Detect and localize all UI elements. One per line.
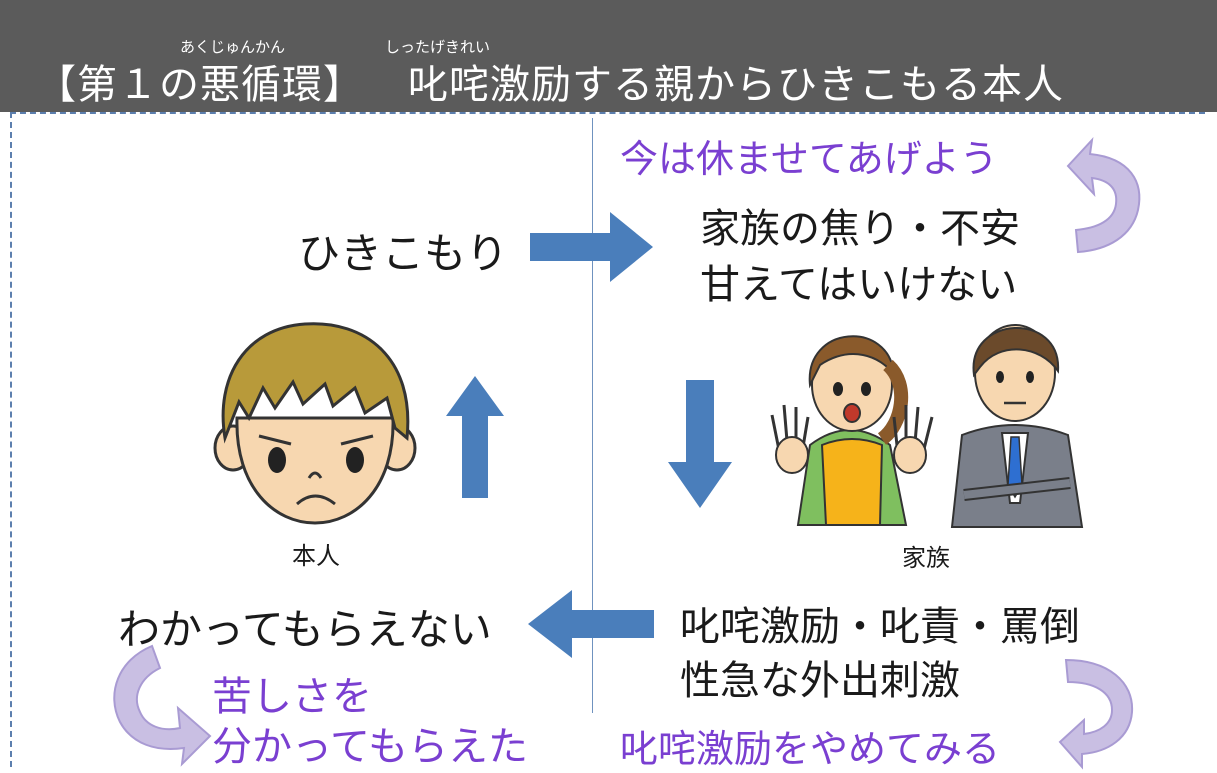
- label-person: 本人: [292, 542, 340, 570]
- curved-arrow-bottom-left-icon: [113, 644, 212, 767]
- ruby-shittagekirei: しったげきれい: [385, 38, 491, 56]
- arrow-down: [668, 380, 732, 508]
- center-divider: [592, 118, 593, 713]
- family-parents-illustration: [770, 324, 1084, 528]
- arrow-up: [446, 376, 504, 498]
- label-no-spoiling: 甘えてはいけない: [700, 262, 1018, 308]
- hint-understood: 分かってもらえた: [212, 724, 528, 770]
- arrow-right-top: [530, 212, 653, 282]
- ruby-akujunkan: あくじゅんかん: [180, 38, 286, 56]
- arrow-left-bottom: [528, 590, 654, 658]
- hint-pain: 苦しさを: [212, 674, 372, 720]
- hint-rest: 今は休ませてあげよう: [620, 137, 998, 181]
- curved-arrow-bottom-right-icon: [1058, 658, 1134, 770]
- label-scolding: 叱咤激励・叱責・罵倒: [680, 604, 1080, 650]
- dashed-border-left: [10, 112, 12, 767]
- curved-arrow-top-right-icon: [1066, 136, 1141, 254]
- label-hikikomori: ひきこもり: [298, 229, 509, 278]
- title-sub: 叱咤激励する親からひきこもる本人: [408, 62, 1064, 108]
- label-family-anxiety: 家族の焦り・不安: [700, 206, 1020, 252]
- person-child-illustration: [213, 322, 417, 525]
- label-family: 家族: [902, 544, 950, 572]
- header-bar: あくじゅんかん しったげきれい 【第１の悪循環】叱咤激励する親からひきこもる本人: [0, 0, 1217, 112]
- page-title: 【第１の悪循環】叱咤激励する親からひきこもる本人: [36, 52, 1064, 110]
- label-not-understood: わかってもらえない: [118, 605, 492, 654]
- title-main: 【第１の悪循環】: [36, 62, 364, 108]
- hint-stop-scolding: 叱咤激励をやめてみる: [620, 727, 1001, 771]
- label-hasty-push: 性急な外出刺激: [680, 658, 960, 704]
- dashed-border-top: [10, 112, 1205, 114]
